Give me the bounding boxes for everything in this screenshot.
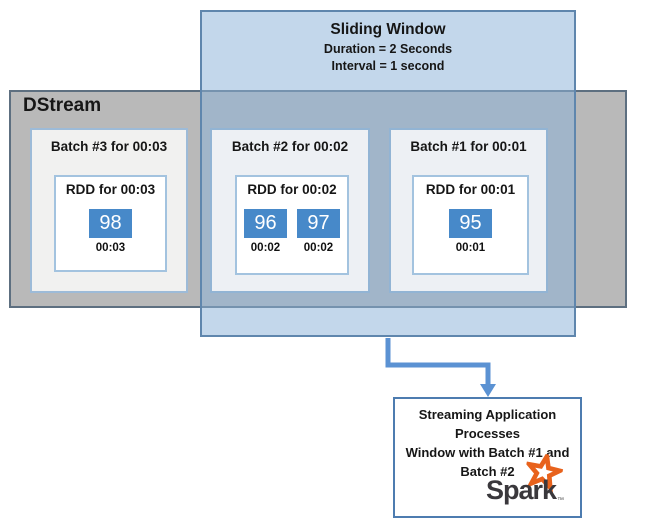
- rdd-box: RDD for 00:01 95 00:01: [412, 175, 529, 275]
- processor-text-line: Processes: [454, 426, 521, 441]
- cell-value: 97: [297, 209, 340, 238]
- batch-box-3: Batch #3 for 00:03 RDD for 00:03 98 00:0…: [30, 128, 188, 293]
- dstream-label: DStream: [23, 95, 102, 116]
- batch-title: Batch #2 for 00:02: [231, 139, 349, 154]
- processor-text-line: Streaming Application: [418, 407, 557, 422]
- spark-logo: Spark ™: [464, 450, 574, 512]
- batch-title: Batch #3 for 00:03: [50, 139, 168, 154]
- cell-value: 98: [89, 209, 132, 238]
- spark-star-icon: [523, 450, 566, 494]
- rdd-cell: 95 00:01: [449, 209, 492, 254]
- rdd-cell: 96 00:02: [244, 209, 287, 254]
- processor-text-line: Batch #2: [460, 464, 515, 479]
- rdd-box: RDD for 00:02 96 00:02 97 00:02: [235, 175, 349, 275]
- rdd-cell: 98 00:03: [89, 209, 132, 254]
- processor-text-line: Window with Batch #1 and: [405, 445, 570, 460]
- rdd-title: RDD for 00:03: [65, 182, 156, 197]
- processor-box: Streaming Application Processes Window w…: [393, 397, 582, 518]
- sliding-window-title: Sliding Window: [330, 21, 446, 38]
- sliding-window-interval: Interval = 1 second: [331, 59, 445, 73]
- batch-box-2: Batch #2 for 00:02 RDD for 00:02 96 00:0…: [210, 128, 370, 293]
- spark-wordmark: Spark: [485, 475, 557, 505]
- cell-time: 00:01: [455, 242, 486, 254]
- cell-time: 00:03: [95, 242, 126, 254]
- rdd-title: RDD for 00:02: [247, 182, 337, 197]
- cell-value: 95: [449, 209, 492, 238]
- cell-time: 00:02: [303, 242, 334, 254]
- batch-title: Batch #1 for 00:01: [410, 139, 527, 154]
- trademark: ™: [557, 497, 564, 504]
- rdd-title: RDD for 00:01: [425, 182, 516, 197]
- cell-time: 00:02: [250, 242, 281, 254]
- cell-value: 96: [244, 209, 287, 238]
- rdd-cell: 97 00:02: [297, 209, 340, 254]
- rdd-box: RDD for 00:03 98 00:03: [54, 175, 167, 272]
- sliding-window-duration: Duration = 2 Seconds: [323, 42, 453, 56]
- batch-box-1: Batch #1 for 00:01 RDD for 00:01 95 00:0…: [389, 128, 548, 293]
